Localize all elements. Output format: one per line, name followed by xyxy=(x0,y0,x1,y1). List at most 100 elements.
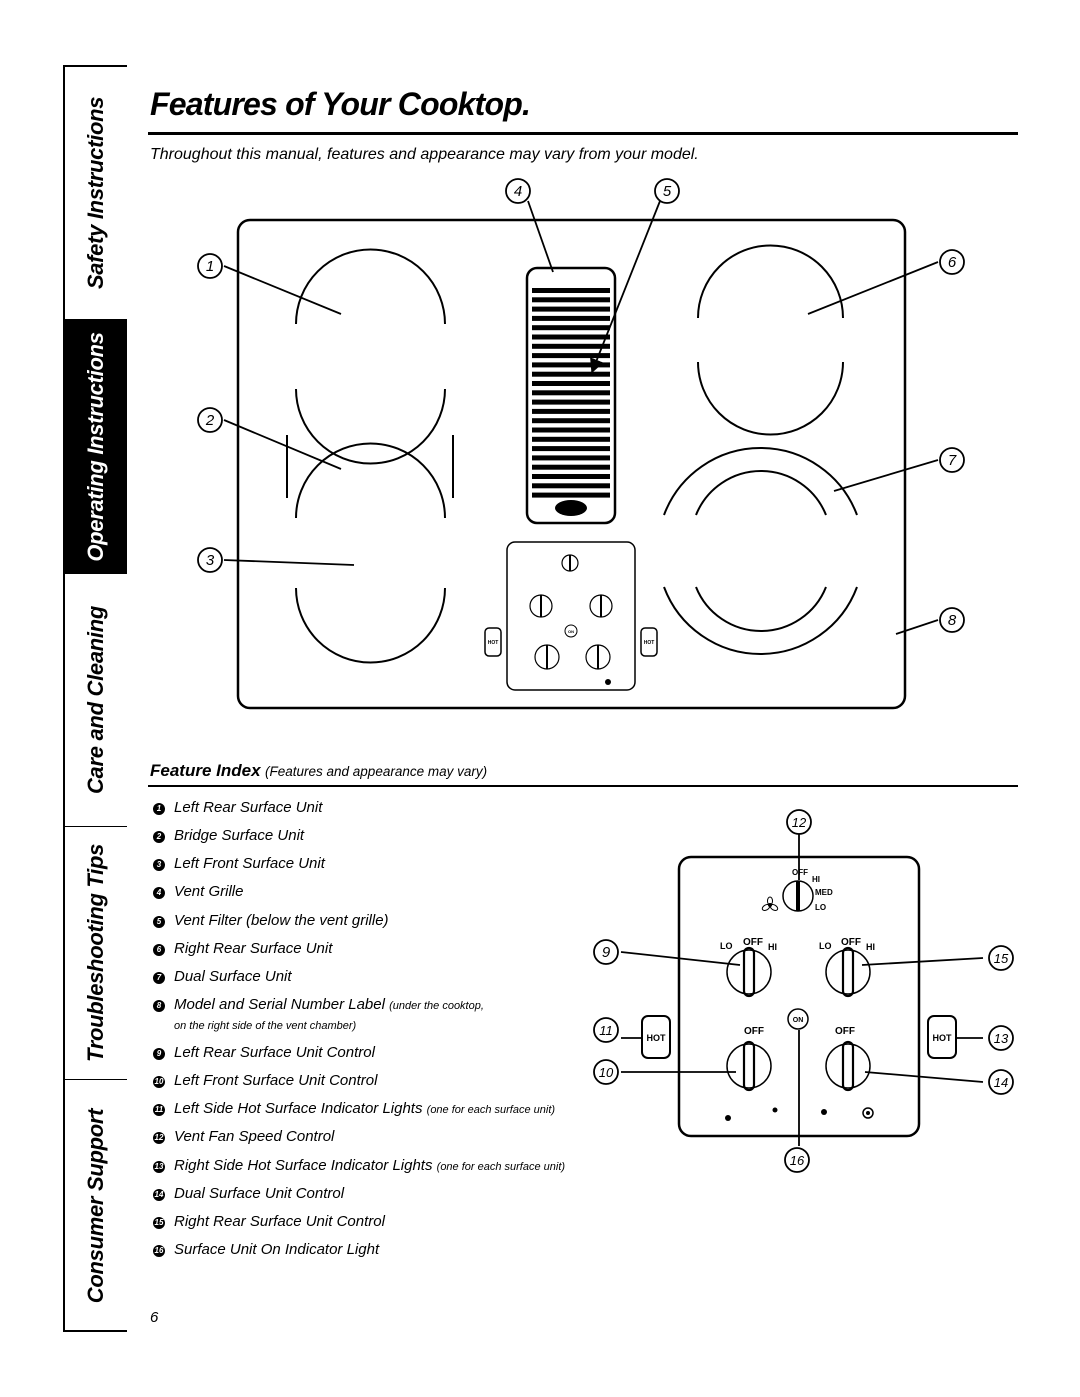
knob-lo-label: LO xyxy=(720,941,733,951)
fan-off-label: OFF xyxy=(792,868,808,877)
vent-slat xyxy=(532,446,610,452)
dual-unit-inner xyxy=(695,469,827,516)
feature-index-title: Feature Index xyxy=(150,761,261,780)
callout-number: 14 xyxy=(994,1075,1008,1090)
item-label: Left Rear Surface Unit Control xyxy=(174,1044,375,1061)
callout-circle xyxy=(988,945,1014,971)
vent-slat xyxy=(532,492,610,498)
item-label: Left Front Surface Unit xyxy=(174,855,325,872)
vent-slat xyxy=(532,474,610,479)
tab-safety-instructions[interactable]: Safety Instructions xyxy=(65,67,127,320)
callout-circle xyxy=(988,1025,1014,1051)
callout-circle xyxy=(939,607,965,633)
item-label: Right Side Hot Surface Indicator Lights xyxy=(174,1157,433,1174)
left-rear-unit xyxy=(295,248,446,325)
callout-number: 12 xyxy=(792,815,807,830)
vent-handle xyxy=(555,500,587,516)
knob-off-label: OFF xyxy=(744,1026,764,1037)
on-label: ON xyxy=(793,1017,804,1024)
callout-number: 4 xyxy=(514,183,522,200)
knob-off-label: OFF xyxy=(835,1026,855,1037)
item-number: 6 xyxy=(153,944,165,956)
page-number: 6 xyxy=(150,1309,159,1326)
callout-circle xyxy=(593,939,619,965)
fan-lo-label: LO xyxy=(815,903,826,912)
feature-index-rule xyxy=(148,785,1018,787)
item-label: Model and Serial Number Label xyxy=(174,996,385,1013)
callout-number: 5 xyxy=(663,183,672,200)
callout-circle xyxy=(939,447,965,473)
hot-label-right: HOT xyxy=(933,1033,953,1043)
item-label: Left Rear Surface Unit xyxy=(174,799,323,816)
vent-slat xyxy=(532,297,610,303)
callout-number: 15 xyxy=(994,951,1009,966)
hot-light-right xyxy=(927,1015,957,1059)
item-note: (one for each surface unit) xyxy=(436,1161,566,1173)
callout-number: 13 xyxy=(994,1031,1009,1046)
item-number: 1 xyxy=(153,803,165,815)
item-number: 12 xyxy=(153,1132,165,1144)
callout-circle xyxy=(786,809,812,835)
left-rear-knob xyxy=(726,946,772,998)
callout-number: 8 xyxy=(948,612,957,629)
item-label: Left Front Surface Unit Control xyxy=(174,1072,378,1089)
item-label: Dual Surface Unit Control xyxy=(174,1185,345,1202)
vent-slat xyxy=(532,408,610,414)
vent-grille xyxy=(525,266,617,525)
vent-slat xyxy=(532,464,610,470)
item-label: Left Side Hot Surface Indicator Lights xyxy=(174,1100,423,1117)
hot-label-left: HOT xyxy=(647,1033,667,1043)
vent-slat xyxy=(532,399,610,405)
callout-circle xyxy=(197,547,223,573)
vent-slat xyxy=(532,306,610,312)
fan-med-label: MED xyxy=(815,888,833,897)
item-number: 9 xyxy=(153,1048,165,1060)
vent-slat xyxy=(532,483,610,489)
list-item: 11 Left Side Hot Surface Indicator Lights… xyxy=(153,1100,555,1117)
knob-off-label: OFF xyxy=(841,937,861,948)
page-subtitle: Throughout this manual, features and app… xyxy=(150,146,699,163)
vent-slat xyxy=(532,325,610,331)
list-item: 10 Left Front Surface Unit Control xyxy=(153,1072,377,1089)
item-number: 8 xyxy=(153,1000,165,1012)
right-rear-knob xyxy=(825,946,871,998)
list-item: 1 Left Rear Surface Unit xyxy=(153,799,322,816)
tab-care-and-cleaning[interactable]: Care and Cleaning xyxy=(65,574,127,827)
item-number: 5 xyxy=(153,916,165,928)
item-number: 2 xyxy=(153,831,165,843)
item-label: Surface Unit On Indicator Light xyxy=(174,1241,380,1258)
left-front-knob xyxy=(726,1040,772,1092)
item-number: 7 xyxy=(153,972,165,984)
callout-number: 11 xyxy=(599,1023,613,1038)
left-front-unit xyxy=(295,442,446,519)
fan-hi-label: HI xyxy=(812,875,820,884)
callout-number: 2 xyxy=(205,412,215,429)
callout-number: 1 xyxy=(206,258,214,275)
list-item-subnote: on the right side of the vent chamber) xyxy=(174,1020,357,1032)
feature-index-subtitle: (Features and appearance may vary) xyxy=(265,764,488,779)
vent-slats xyxy=(532,288,610,498)
tab-troubleshooting-tips[interactable]: Troubleshooting Tips xyxy=(65,827,127,1080)
item-note: (one for each surface unit) xyxy=(426,1104,556,1116)
hot-light-right-small xyxy=(640,627,658,657)
callout-circle xyxy=(654,178,680,204)
vent-slat xyxy=(532,288,610,293)
item-number: 4 xyxy=(153,887,165,899)
tab-operating-instructions[interactable]: Operating Instructions xyxy=(65,320,127,574)
item-number: 11 xyxy=(153,1104,165,1116)
dual-unit-outer xyxy=(663,447,858,516)
item-number: 15 xyxy=(153,1217,165,1229)
vent-slat xyxy=(532,343,610,349)
callout-number: 16 xyxy=(790,1153,805,1168)
hot-label-small-left: HOT xyxy=(488,640,499,646)
item-number: 10 xyxy=(153,1076,165,1088)
